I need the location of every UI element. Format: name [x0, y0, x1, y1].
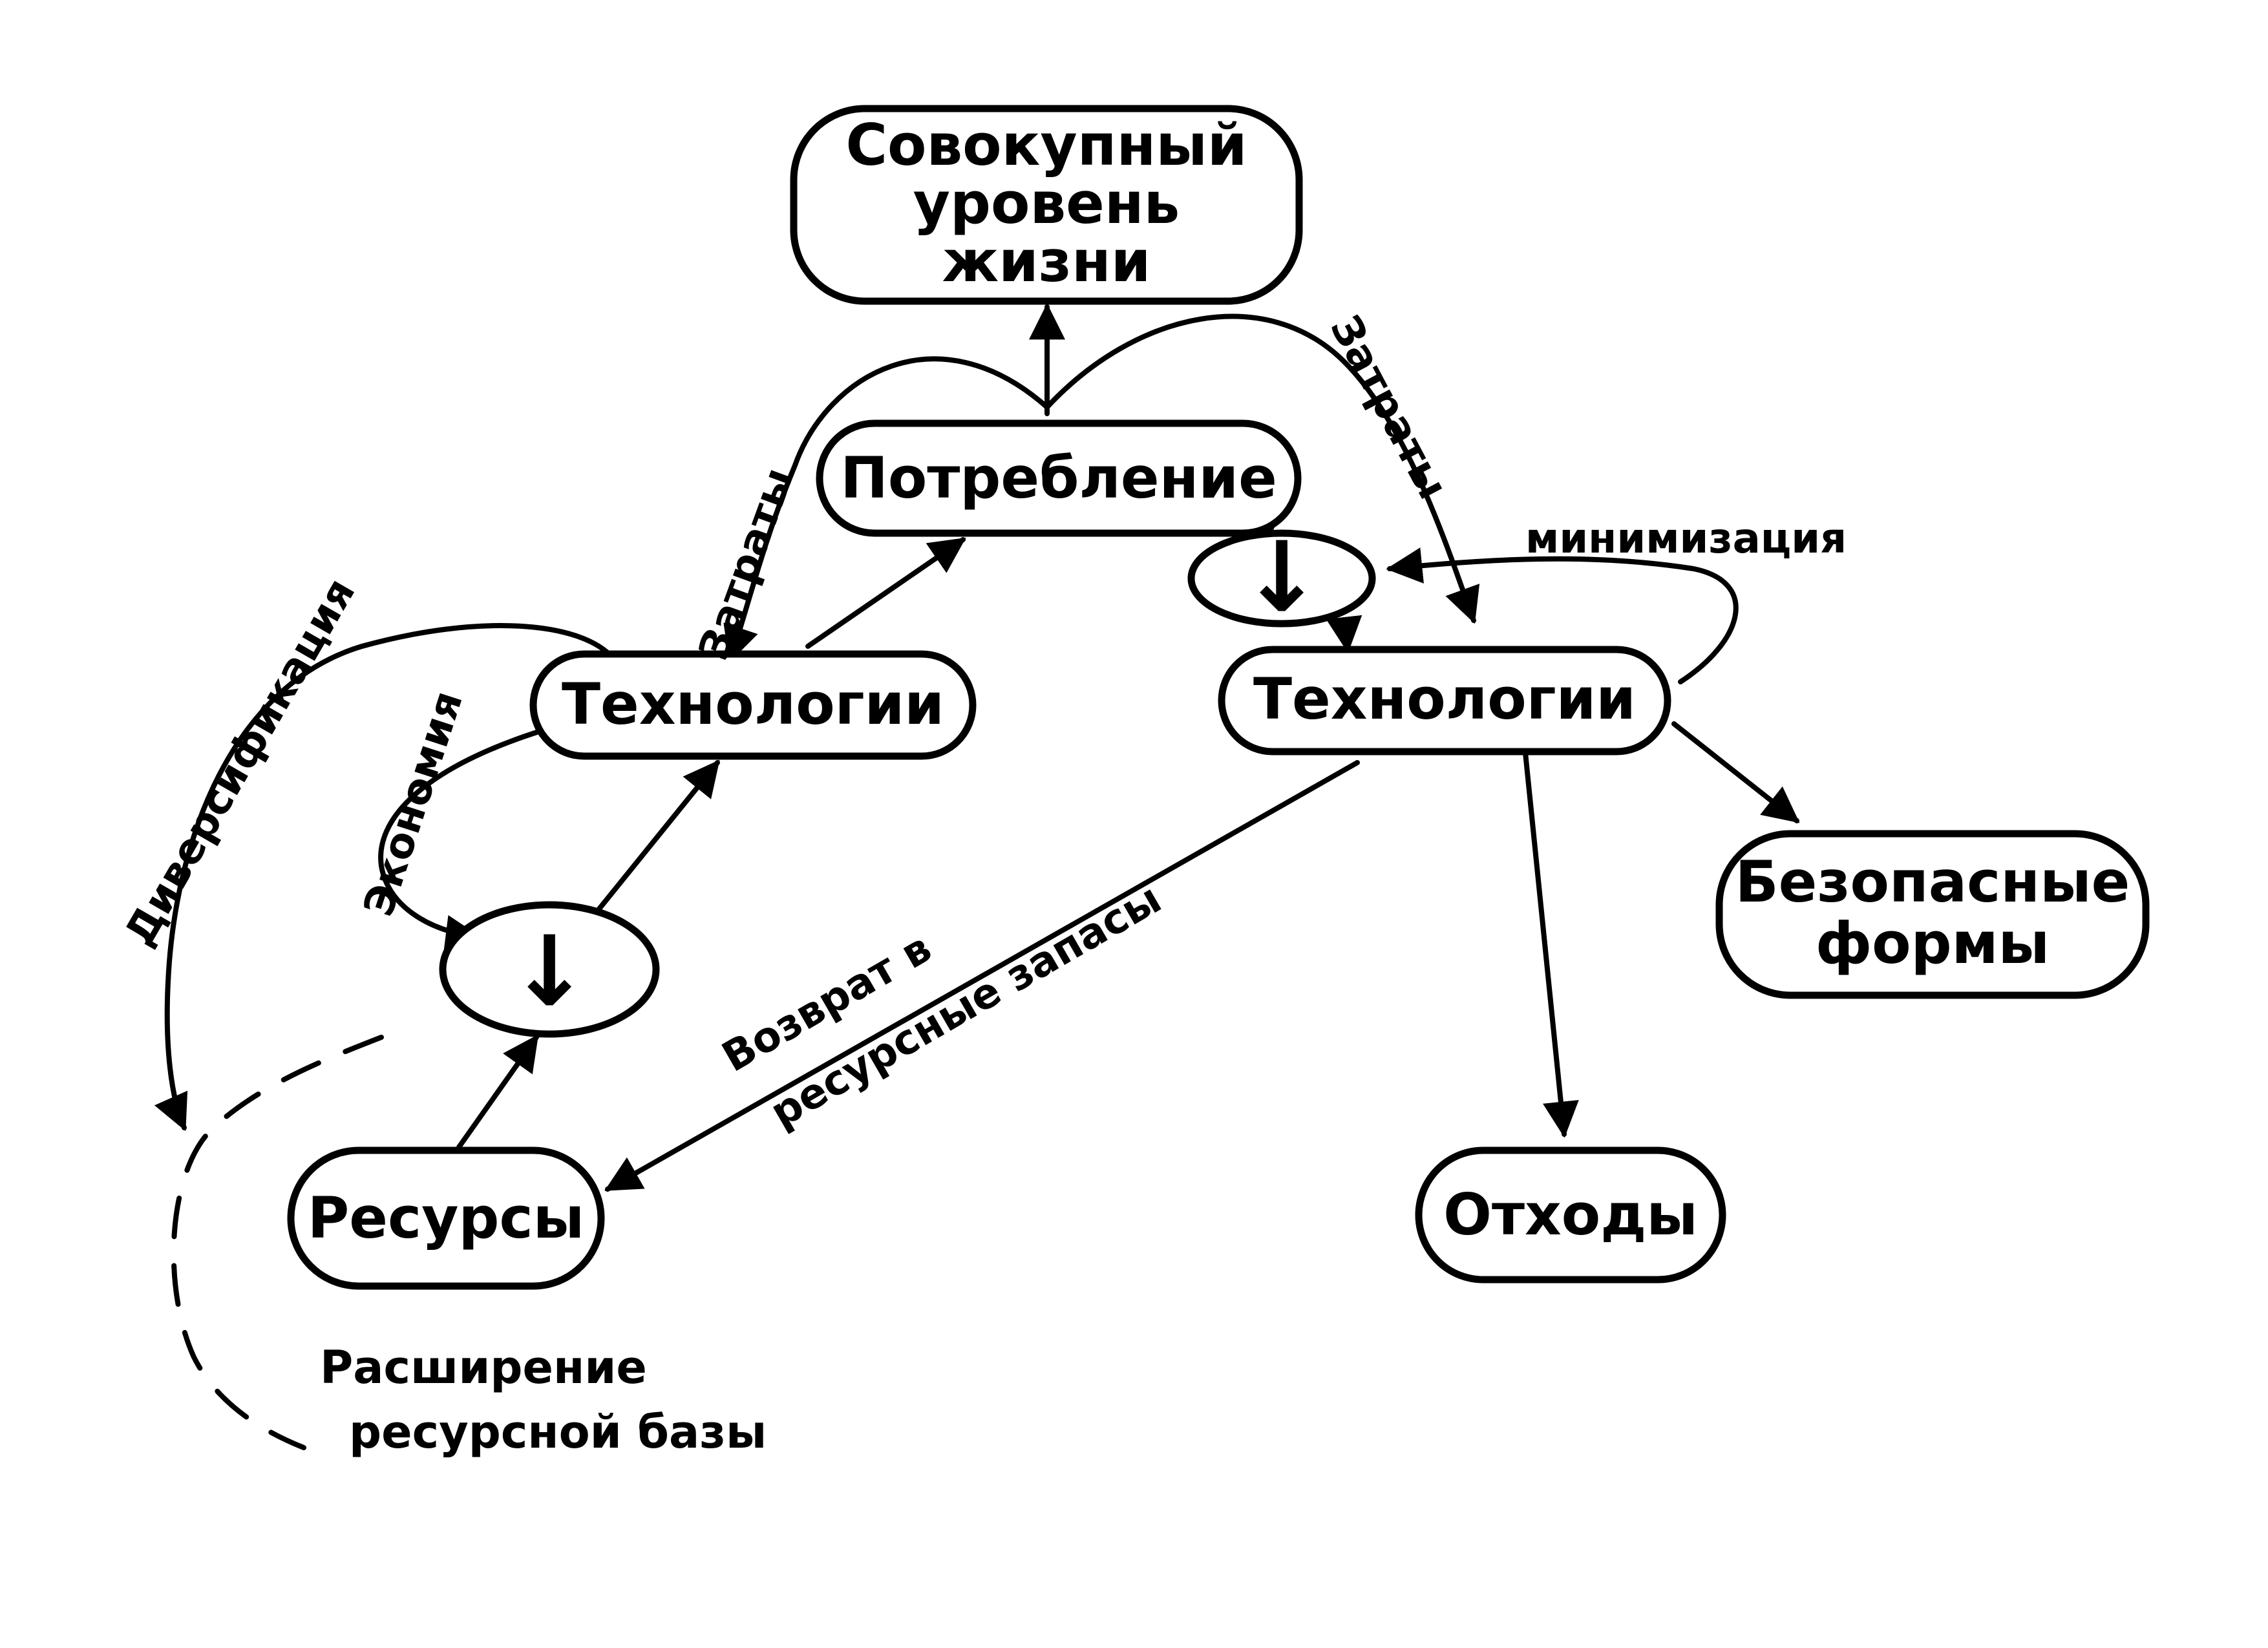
minimization-label: минимизация — [1525, 515, 1847, 563]
technologies-left-label: Технологии — [562, 671, 944, 737]
node-decrease-left: ↓ — [439, 901, 660, 1038]
diversification-label: Диверсификация — [116, 571, 365, 955]
edge-costs-right — [1044, 313, 1480, 624]
decrease-left-arrow-icon: ↓ — [509, 916, 590, 1028]
standard-of-living-line1: Совокупный — [845, 112, 1247, 178]
edge-resources-to-decrease-left — [456, 1034, 539, 1150]
resources-label: Ресурсы — [308, 1185, 584, 1251]
expansion-label-line2: ресурсной базы — [349, 1406, 767, 1459]
technologies-right-label: Технологии — [1253, 666, 1636, 732]
edge-costs-left — [723, 356, 1050, 663]
safe-forms-line2: формы — [1816, 910, 2050, 977]
node-technologies-left: Технологии — [529, 650, 977, 760]
edge-economy-loop — [378, 728, 546, 951]
edge-tech-left-to-consumption — [805, 537, 966, 649]
edge-minimization-loop — [1386, 547, 1739, 684]
waste-label: Отходы — [1443, 1181, 1698, 1248]
node-resources: Ресурсы — [287, 1146, 605, 1290]
edge-return-to-resources — [604, 760, 1360, 1192]
node-consumption: Потребление — [816, 419, 1302, 537]
costs-right-label: Затраты — [1320, 308, 1457, 507]
node-technologies-right: Технологии — [1218, 646, 1671, 755]
edges — [154, 303, 1800, 1450]
node-safe-forms: Безопасные формы — [1715, 830, 2150, 999]
node-decrease-right: ↓ — [1187, 522, 1376, 634]
edge-decrease-left-to-tech-left — [592, 759, 720, 917]
standard-of-living-line2: уровень — [913, 170, 1180, 237]
node-standard-of-living: Совокупный уровень жизни — [790, 105, 1303, 305]
standard-of-living-line3: жизни — [942, 228, 1151, 295]
edge-tech-right-to-safe-forms — [1671, 721, 1800, 823]
edge-diversification — [154, 622, 617, 1132]
edge-expansion-dashed — [171, 1035, 384, 1450]
safe-forms-line1: Безопасные — [1735, 849, 2130, 915]
node-waste: Отходы — [1415, 1146, 1726, 1284]
economy-label: Экономия — [355, 686, 472, 922]
edge-decrease-right-to-tech-right — [1326, 615, 1362, 653]
expansion-label-line1: Расширение — [320, 1341, 647, 1394]
costs-left-label: Затраты — [690, 462, 803, 666]
edge-tech-right-to-waste — [1523, 750, 1579, 1138]
consumption-label: Потребление — [840, 445, 1277, 511]
decrease-right-arrow-icon: ↓ — [1241, 522, 1322, 634]
